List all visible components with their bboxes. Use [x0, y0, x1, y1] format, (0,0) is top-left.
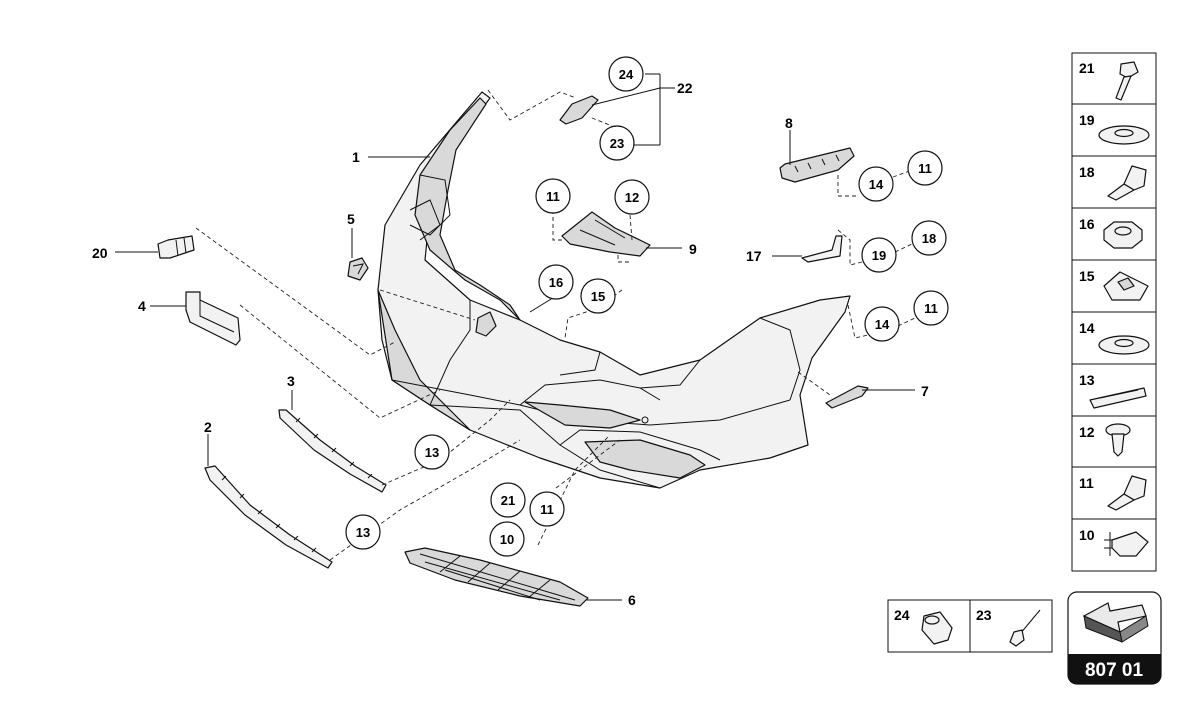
label-2: 2 — [204, 419, 212, 435]
callout-13-b-text: 13 — [356, 525, 370, 540]
callout-16-text: 16 — [549, 275, 563, 290]
callout-11-b-text: 11 — [918, 161, 932, 176]
side-insert-part-7 — [825, 385, 869, 409]
callout-15-text: 15 — [591, 289, 605, 304]
hex-nut-icon — [1103, 221, 1143, 249]
upper-trim-strip-part-3 — [278, 409, 387, 493]
legend-label-11: 11 — [1079, 475, 1094, 491]
legend-label-16: 16 — [1079, 216, 1095, 232]
clip-strip-icon — [1089, 387, 1147, 409]
label-5: 5 — [347, 211, 355, 227]
legend-label-15: 15 — [1079, 268, 1095, 284]
callout-13-a: 13 — [414, 434, 450, 470]
callout-10-text: 10 — [500, 532, 514, 547]
callout-18-text: 18 — [922, 231, 936, 246]
callout-11-c-text: 11 — [924, 301, 938, 316]
spacer-sleeve-icon — [921, 611, 953, 645]
callout-14-b-text: 14 — [875, 317, 890, 332]
callout-14-a-text: 14 — [869, 177, 884, 192]
callout-10: 10 — [489, 521, 525, 557]
legend-label-12: 12 — [1079, 424, 1095, 440]
callout-24: 24 — [608, 56, 644, 92]
callout-16: 16 — [538, 264, 574, 300]
bottom-legend: 24 23 — [887, 599, 1053, 653]
front-bumper-part-1 — [377, 91, 851, 489]
callout-23-text: 23 — [610, 136, 624, 151]
legend-label-13: 13 — [1079, 372, 1095, 388]
spring-clip-icon — [1104, 531, 1149, 557]
direction-arrow-icon — [1082, 602, 1149, 643]
callout-15: 15 — [580, 278, 616, 314]
callout-13-a-text: 13 — [425, 445, 439, 460]
blind-rivet-icon — [1009, 609, 1041, 647]
clip-part-17 — [801, 235, 843, 263]
clip-nut-icon — [1103, 271, 1149, 301]
washer-icon — [1098, 125, 1150, 145]
bracket-part-8 — [779, 147, 855, 183]
label-7: 7 — [921, 383, 929, 399]
callout-23: 23 — [599, 125, 635, 161]
label-17: 17 — [746, 248, 762, 264]
legend-label-18: 18 — [1079, 164, 1095, 180]
callout-19: 19 — [861, 237, 897, 273]
legend-label-24: 24 — [894, 607, 910, 623]
callout-18: 18 — [911, 220, 947, 256]
label-4: 4 — [138, 298, 146, 314]
callout-11-a: 11 — [535, 178, 571, 214]
callout-11-a-text: 11 — [546, 189, 560, 204]
bracket-part-4 — [185, 291, 241, 346]
screw-bolt-icon — [1107, 475, 1147, 511]
callout-21-text: 21 — [501, 493, 515, 508]
label-9: 9 — [689, 241, 697, 257]
callout-11-d-text: 11 — [540, 502, 554, 517]
side-legend: 21 19 18 16 15 14 13 12 11 10 — [1071, 52, 1157, 572]
callout-19-text: 19 — [872, 248, 886, 263]
label-3: 3 — [287, 373, 295, 389]
bolt-icon — [1107, 165, 1147, 201]
callout-12: 12 — [614, 179, 650, 215]
legend-label-10: 10 — [1079, 527, 1095, 543]
label-6: 6 — [628, 592, 636, 608]
expanding-rivet-icon — [1105, 423, 1131, 457]
label-8: 8 — [785, 115, 793, 131]
mesh-grille-part-6 — [404, 547, 589, 607]
page-code-text: 807 01 — [1085, 660, 1144, 681]
legend-label-19: 19 — [1079, 112, 1095, 128]
legend-label-23: 23 — [976, 607, 992, 623]
callout-14-a: 14 — [858, 166, 894, 202]
page-code-box: 807 01 — [1067, 591, 1162, 685]
callout-14-b: 14 — [864, 306, 900, 342]
callout-12-text: 12 — [625, 190, 639, 205]
flat-washer-icon — [1098, 335, 1150, 355]
leader-lines — [115, 73, 915, 601]
callout-11-b: 11 — [907, 150, 943, 186]
bracket-part-9 — [561, 211, 651, 257]
callout-11-c: 11 — [913, 290, 949, 326]
callout-24-text: 24 — [619, 67, 634, 82]
nut-part-16 — [475, 311, 497, 337]
callout-13-b: 13 — [345, 514, 381, 550]
label-1: 1 — [352, 149, 360, 165]
lower-trim-strip-part-2 — [204, 465, 333, 569]
label-22: 22 — [677, 80, 693, 96]
emblem-part-5 — [347, 257, 369, 281]
callout-21: 21 — [490, 482, 526, 518]
clip-assembly-part-22 — [559, 95, 599, 125]
legend-label-21: 21 — [1079, 60, 1095, 76]
legend-label-14: 14 — [1079, 320, 1095, 336]
callout-11-d: 11 — [529, 491, 565, 527]
stud-part-20 — [157, 235, 195, 259]
long-bolt-icon — [1115, 61, 1139, 101]
label-20: 20 — [92, 245, 108, 261]
